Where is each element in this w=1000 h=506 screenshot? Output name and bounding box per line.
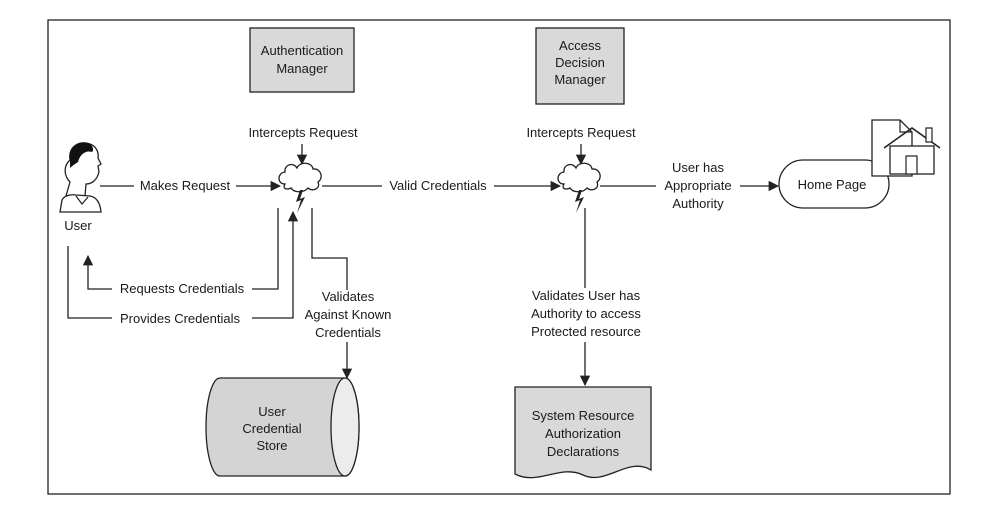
makes-request-label: Makes Request [140, 178, 231, 193]
authority-label-line-2: Appropriate [664, 178, 731, 193]
system-resource-declarations-node: System Resource Authorization Declaratio… [514, 386, 652, 479]
validates-known-label-bg [300, 290, 396, 342]
authentication-manager-box: Authentication Manager [249, 27, 355, 93]
validates-known-line-1: Validates [322, 289, 375, 304]
requests-credentials-label: Requests Credentials [120, 281, 245, 296]
credential-store-line-2: Credential [242, 421, 301, 436]
diagram-frame [47, 19, 951, 495]
auth-manager-line-1: Authentication [261, 43, 343, 58]
house-document-icon [871, 119, 941, 177]
authority-label-line-1: User has [672, 160, 725, 175]
intercepts-request-access-label: Intercepts Request [526, 125, 636, 140]
makes-request-label-bg [134, 176, 236, 194]
lightning-cloud-icon [557, 162, 601, 213]
validates-authority-line-1: Validates User has [532, 288, 641, 303]
user-credential-store-node: User Credential Store [205, 377, 360, 477]
credential-store-line-3: Store [256, 438, 287, 453]
resource-decl-line-3: Declarations [547, 444, 620, 459]
lightning-cloud-icon [278, 162, 322, 213]
appropriate-authority-label-bg [656, 177, 740, 195]
access-decision-manager-box: Access Decision Manager [535, 27, 625, 105]
credential-store-line-1: User [258, 404, 286, 419]
valid-credentials-label: Valid Credentials [389, 178, 487, 193]
resource-decl-line-1: System Resource [532, 408, 635, 423]
validates-known-line-3: Credentials [315, 325, 381, 340]
intercepts-request-auth-label: Intercepts Request [248, 125, 358, 140]
access-manager-line-2: Decision [555, 55, 605, 70]
validates-authority-label-bg [520, 288, 652, 342]
provides-credentials-label: Provides Credentials [120, 311, 240, 326]
provides-credentials-label-bg [112, 309, 252, 327]
resource-decl-line-2: Authorization [545, 426, 621, 441]
validates-known-line-2: Against Known [305, 307, 392, 322]
home-page-node: Home Page [778, 159, 890, 209]
home-page-label: Home Page [798, 177, 867, 192]
access-manager-line-1: Access [559, 38, 601, 53]
validates-authority-line-2: Authority to access [531, 306, 641, 321]
user-label: User [64, 218, 92, 233]
auth-manager-line-2: Manager [276, 61, 328, 76]
access-manager-line-3: Manager [554, 72, 606, 87]
validates-authority-line-3: Protected resource [531, 324, 641, 339]
valid-credentials-label-bg [382, 176, 494, 194]
requests-credentials-label-bg [112, 279, 252, 297]
authority-label-line-3: Authority [672, 196, 724, 211]
user-head-icon [59, 142, 102, 213]
